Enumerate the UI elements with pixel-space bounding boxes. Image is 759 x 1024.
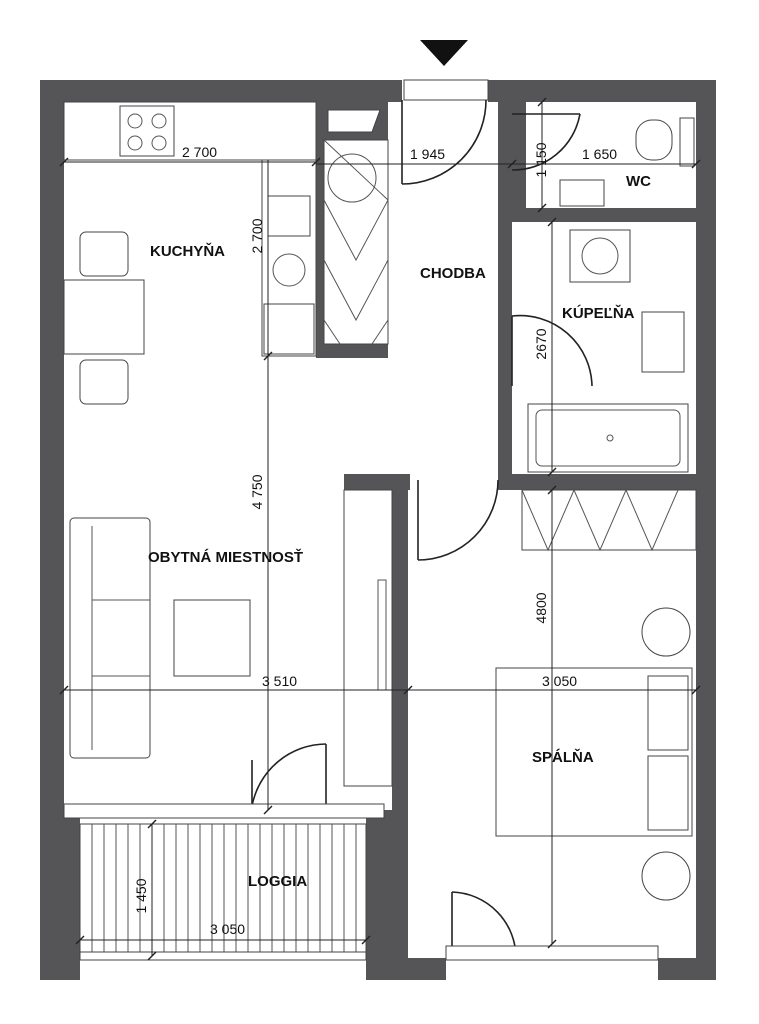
- dim-bedroom-depth: 4800: [533, 592, 549, 623]
- dim-hall-width: 1 945: [410, 146, 445, 162]
- bedroom-door-swing: [417, 479, 499, 561]
- pillow: [647, 755, 689, 831]
- kitchen-counter: [63, 101, 317, 161]
- living-fixtures: [63, 489, 393, 819]
- dim-wc-width: 1 650: [582, 146, 617, 162]
- living-wardrobe: [343, 489, 393, 787]
- hall-wardrobe: [323, 109, 389, 345]
- fridge: [263, 303, 315, 355]
- entrance-door-swing: [401, 99, 487, 185]
- dimension-lines: [59, 97, 701, 961]
- outer-wall-top-left: [40, 80, 402, 102]
- dim-loggia-width: 3 050: [210, 921, 245, 937]
- dining-table: [63, 279, 145, 355]
- dining-chair: [79, 359, 129, 405]
- bathroom-fixtures: [511, 229, 689, 473]
- room-label-kitchen: KUCHYŇA: [150, 242, 225, 260]
- room-label-loggia: LOGGIA: [248, 873, 307, 890]
- bedroom-wall-left: [392, 474, 408, 960]
- dim-kitchen-width: 2 700: [182, 144, 217, 160]
- loggia-wall-left: [40, 810, 80, 980]
- entrance-door-frame[interactable]: [403, 79, 489, 101]
- wc-wall-left: [512, 100, 526, 220]
- pillow: [647, 675, 689, 751]
- nightstand-lamp: [641, 851, 691, 901]
- loggia-door-swing: [251, 743, 327, 807]
- bathtub-icon: [527, 403, 689, 473]
- kitchen-sink-round: [272, 253, 306, 287]
- toilet-tank: [679, 117, 695, 167]
- kitchen-sink: [267, 195, 311, 237]
- bath-wall-left: [498, 100, 512, 480]
- wc-bath-wall: [512, 208, 698, 222]
- balcony-door-swing: [451, 891, 517, 959]
- dim-wc-depth: 1 150: [533, 142, 549, 177]
- coffee-table: [173, 599, 251, 677]
- shoe-rack-icon: [327, 153, 377, 203]
- storage-wall-bottom: [316, 344, 388, 358]
- bedroom-wall-top-right: [498, 474, 698, 490]
- storage-wall-left: [316, 100, 324, 358]
- room-label-hallway: CHODBA: [420, 265, 486, 282]
- loggia-area: [79, 823, 367, 961]
- outer-wall-bottom-right: [658, 958, 716, 980]
- room-label-wc: WC: [626, 173, 651, 190]
- dim-bedroom-width: 3 050: [542, 673, 577, 689]
- dining-chair: [79, 231, 129, 277]
- kitchen-fixtures: [63, 101, 317, 405]
- dim-living-width: 3 510: [262, 673, 297, 689]
- storage-shelf: [327, 109, 381, 133]
- room-label-living: OBYTNÁ MIESTNOSŤ: [148, 548, 303, 566]
- dim-kitchen-depth: 2 700: [249, 218, 265, 253]
- outer-wall-top-right: [488, 80, 716, 102]
- bath-door-swing: [511, 314, 593, 387]
- dim-bath-depth: 2670: [533, 328, 549, 359]
- window-sill: [63, 803, 385, 819]
- washing-machine: [641, 311, 685, 373]
- dim-loggia-depth: 1 450: [133, 878, 149, 913]
- bedroom-wardrobe: [521, 489, 697, 551]
- walls: [40, 80, 716, 980]
- entrance-arrow-icon: [420, 40, 468, 66]
- nightstand-lamp: [641, 607, 691, 657]
- outer-wall-right: [696, 80, 716, 980]
- toilet-icon: [635, 119, 673, 161]
- cooktop: [119, 105, 175, 157]
- wc-fixtures: [511, 113, 695, 207]
- room-label-bathroom: KÚPEĽŇA: [562, 304, 635, 322]
- bathroom-washbasin: [569, 229, 631, 283]
- wc-washbasin: [559, 179, 605, 207]
- bedroom-fixtures: [417, 479, 697, 961]
- dim-living-depth: 4 750: [249, 474, 265, 509]
- bedroom-window: [445, 945, 659, 961]
- wc-door-swing: [511, 113, 581, 171]
- room-label-bedroom: SPÁLŇA: [532, 748, 594, 766]
- sofa-icon: [69, 517, 151, 759]
